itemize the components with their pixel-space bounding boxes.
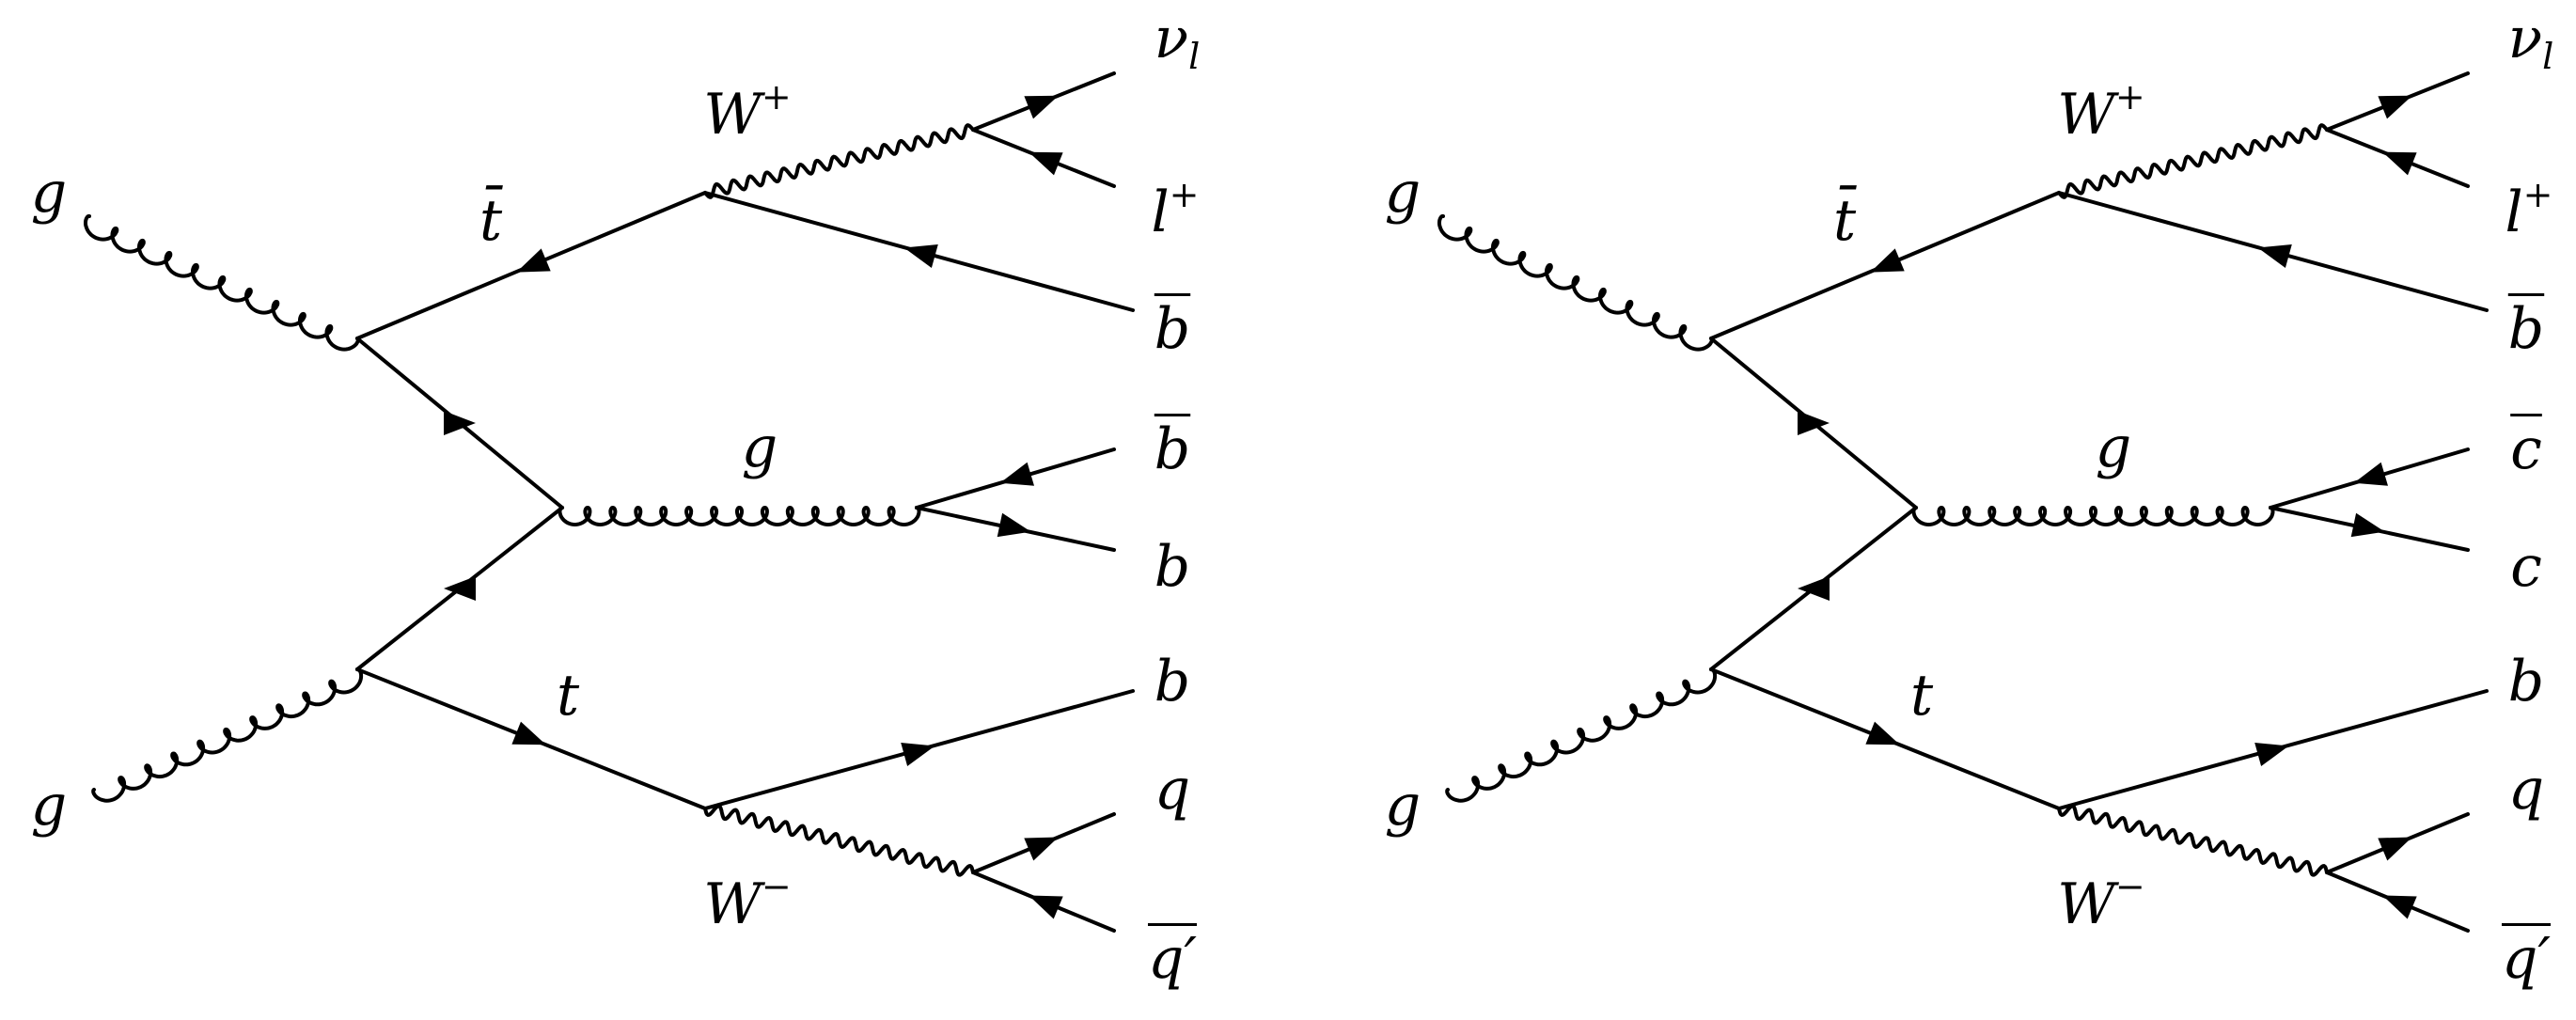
q-arrow xyxy=(1024,837,1059,861)
label-qprime: q′ xyxy=(1147,926,1198,992)
incoming-gluon-upper xyxy=(1437,213,1714,352)
label-b-lower: b xyxy=(1154,649,1191,714)
label-gluon-propagator: g xyxy=(741,415,778,480)
incoming-gluon-lower xyxy=(91,667,364,803)
label-incoming-gluon-lower: g xyxy=(30,773,68,839)
label-gluon-quark: b xyxy=(1154,534,1191,600)
label-gluon-antiquark: b xyxy=(1154,416,1191,482)
b-upper-arrow xyxy=(903,244,938,268)
label-b-lower: b xyxy=(2507,649,2545,714)
label-antitop: t̄ xyxy=(1832,188,1857,254)
b-lower-arrow xyxy=(2254,743,2289,766)
label-lepton: l+ xyxy=(1151,174,1200,245)
top-arrow xyxy=(511,721,546,745)
label-incoming-gluon-upper: g xyxy=(1384,160,1422,226)
incoming-gluon-upper xyxy=(84,213,360,352)
qprime-arrow xyxy=(2382,895,2417,919)
label-antitop: t̄ xyxy=(479,188,503,254)
label-b-upper: b xyxy=(2507,296,2545,362)
gluon-propagator xyxy=(558,505,921,527)
w-minus-propagator xyxy=(703,804,975,877)
label-neutrino: νl xyxy=(2507,6,2554,77)
gluon-quark-arrow xyxy=(2350,512,2385,538)
label-q: q xyxy=(2507,757,2545,823)
label-w-plus: W+ xyxy=(2057,76,2145,148)
internal-upper-arrow xyxy=(444,411,476,435)
w-minus-propagator xyxy=(2057,804,2329,877)
gluon-antiquark-arrow xyxy=(999,462,1034,486)
label-w-minus: W− xyxy=(703,866,792,937)
top-arrow xyxy=(1865,721,1900,745)
label-w-minus: W− xyxy=(2057,866,2145,937)
label-gluon-propagator: g xyxy=(2095,415,2132,480)
label-q: q xyxy=(1154,757,1191,823)
antitop-arrow xyxy=(1870,248,1905,273)
b-lower-arrow xyxy=(901,743,935,766)
neutrino-arrow xyxy=(1024,95,1059,119)
lepton-arrow xyxy=(2382,151,2417,176)
incoming-gluon-lower xyxy=(1445,667,1718,803)
q-arrow xyxy=(2378,837,2412,861)
label-lepton: l+ xyxy=(2505,174,2553,245)
label-b-upper: b xyxy=(1154,296,1191,362)
w-plus-propagator xyxy=(2057,123,2329,199)
label-top: t xyxy=(556,663,580,729)
diagram-ttbb-lines xyxy=(84,71,1135,933)
diagram-ttcc-lines xyxy=(1437,71,2489,933)
b-upper-arrow xyxy=(2257,244,2292,268)
label-w-plus: W+ xyxy=(703,76,792,148)
internal-lower-arrow xyxy=(1798,576,1830,601)
diagram-ttcc: g g t̄ t g W+ W− νl l+ b c c b q q′ xyxy=(1354,0,2576,1020)
gluon-quark-arrow xyxy=(997,512,1031,538)
antitop-arrow xyxy=(516,248,551,273)
label-neutrino: νl xyxy=(1154,6,1201,77)
label-gluon-antiquark: c xyxy=(2510,416,2542,482)
neutrino-arrow xyxy=(2378,95,2412,119)
gluon-propagator xyxy=(1911,505,2275,527)
label-incoming-gluon-upper: g xyxy=(30,160,68,226)
qprime-arrow xyxy=(1029,895,1063,919)
lepton-arrow xyxy=(1029,151,1063,176)
internal-lower-arrow xyxy=(444,576,476,601)
gluon-antiquark-arrow xyxy=(2353,462,2388,486)
internal-upper-arrow xyxy=(1798,411,1830,435)
label-qprime: q′ xyxy=(2501,926,2552,992)
w-plus-propagator xyxy=(703,123,975,199)
diagram-ttbb: g g t̄ t g W+ W− νl l+ b b b b q q′ xyxy=(30,6,1201,992)
label-incoming-gluon-lower: g xyxy=(1384,773,1422,839)
label-gluon-quark: c xyxy=(2510,534,2542,600)
label-top: t xyxy=(1909,663,1934,729)
